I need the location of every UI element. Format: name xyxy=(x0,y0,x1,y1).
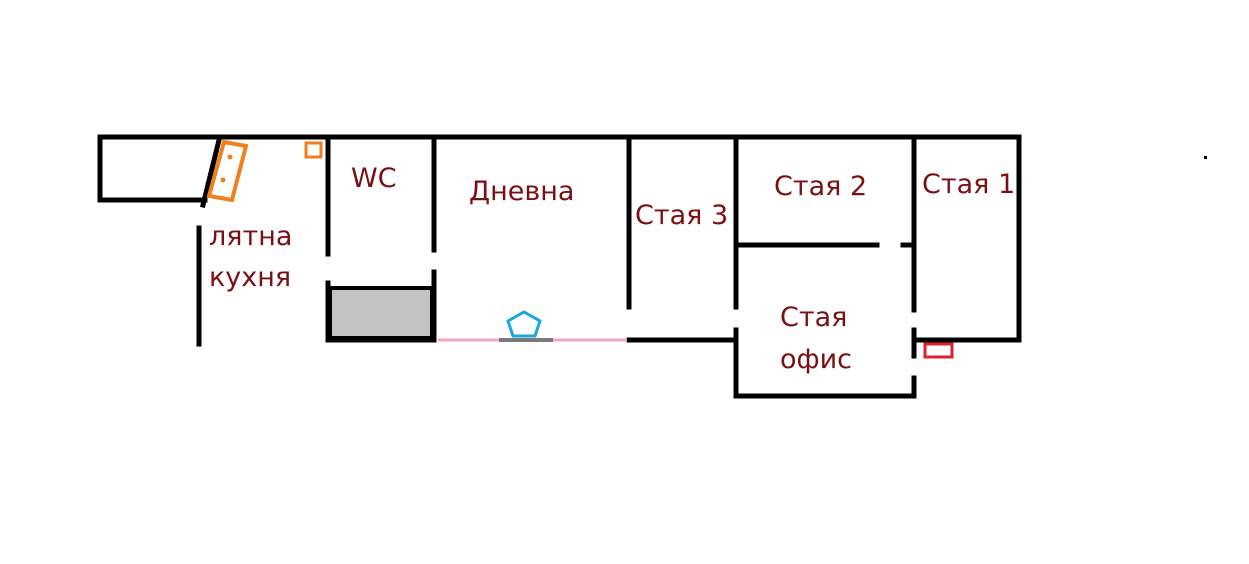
label-room-2: Стая 2 xyxy=(774,171,867,202)
label-office-2: офис xyxy=(780,344,852,375)
heater-icon xyxy=(923,342,954,359)
vent-icon xyxy=(304,141,323,159)
stove-icon xyxy=(206,139,249,203)
label-summer-kitchen-2: кухня xyxy=(209,262,291,293)
label-living-room: Дневна xyxy=(469,176,574,207)
label-room-1: Стая 1 xyxy=(922,169,1015,200)
walls xyxy=(97,134,1022,399)
wall-kitchen-diagonal xyxy=(199,136,223,209)
storage-box xyxy=(328,286,434,340)
label-wc: WC xyxy=(351,163,397,194)
label-office-1: Стая xyxy=(780,302,847,333)
stray-dot xyxy=(1204,156,1207,159)
label-room-3: Стая 3 xyxy=(635,200,728,231)
label-summer-kitchen-1: лятна xyxy=(209,221,292,252)
pentagon-icon xyxy=(506,310,542,338)
